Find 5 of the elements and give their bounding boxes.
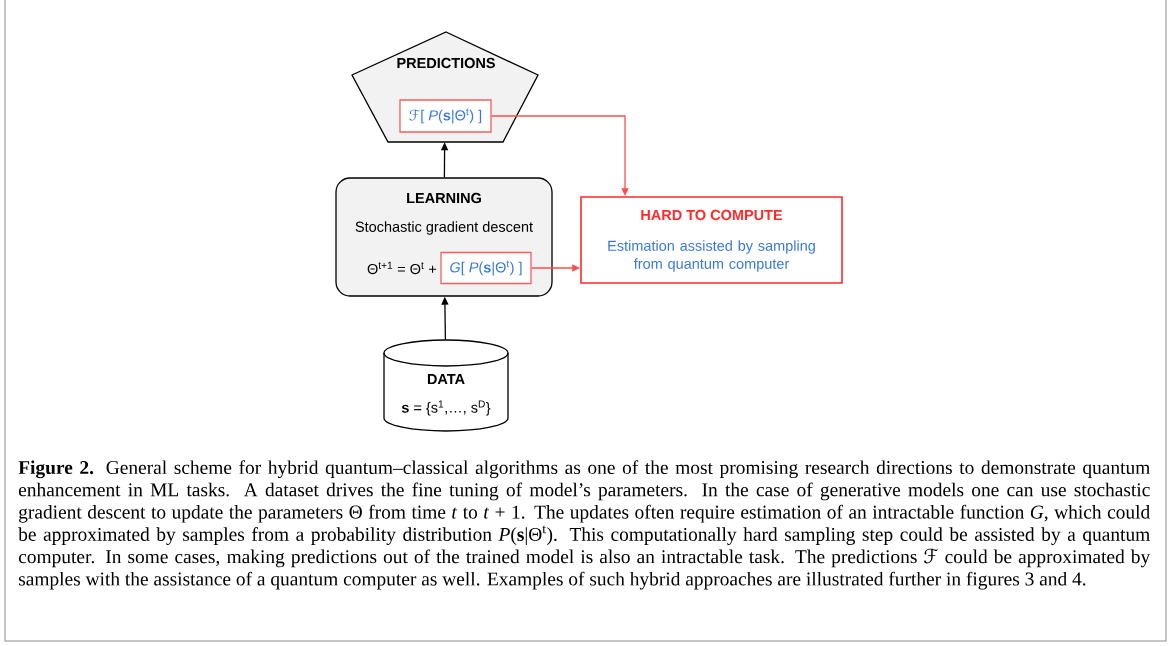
- highlight-box: HARD TO COMPUTE Estimation assisted by sampling from quantum computer: [580, 196, 843, 284]
- formula-box: ℱ[ P(s|Θ$^{t}$) ]: [399, 99, 492, 133]
- formula-box: G[ P(s|Θ$^{t}$) ]: [440, 251, 532, 285]
- database-cylinder: DATA s = {s$^{1}$,…, s$^{D}$}: [383, 339, 509, 432]
- caption: Figure 2. General scheme for hybrid quantum–classical algorithms as one of the most promising research directions to demonstrate quantum enhancement in ML tasks. A dataset drives the fine tuning of model’s parameters. In the case of generative models one can use stochastic gradient descent to update the parameters Θ from time t to t + 1. The updates often require estimation of an intractable function G, which could be approximated by samples from a probability distribution P(s|Θ$^{t}$). This computationally hard sampling step could be assisted by a quantum computer. In some cases, making predictions out of the trained model is also an intractable task. The predictions ℱ could be approximated by samples with the assistance of a quantum computer as well. Examples of such hybrid approaches are illustrated further in figures 3 and 4.: [18, 460, 1151, 590]
